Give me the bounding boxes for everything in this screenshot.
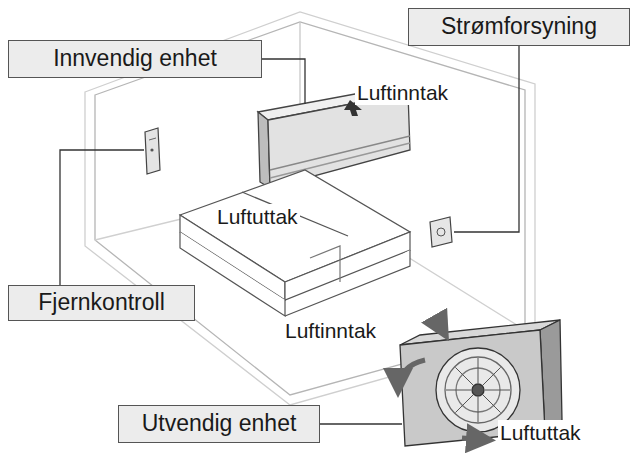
sofa — [180, 170, 410, 316]
air-flow-label: Luftinntak — [283, 318, 378, 343]
air-flow-label: Luftuttak — [498, 420, 583, 445]
air-flow-label: Luftuttak — [215, 204, 300, 229]
air-flow-arrows — [398, 322, 490, 440]
indoor-unit-box: Innvendig enhet — [8, 40, 262, 78]
box-label: Utvendig enhet — [142, 410, 297, 438]
box-label: Strømforsyning — [441, 13, 597, 41]
outdoor-unit-box: Utvendig enhet — [118, 405, 320, 443]
power-outlet — [430, 217, 452, 247]
box-label: Fjernkontroll — [38, 289, 165, 317]
remote-control-box: Fjernkontroll — [8, 285, 195, 321]
leader-lines — [60, 46, 519, 424]
remote-control — [145, 128, 160, 174]
air-flow-label: Luftinntak — [355, 80, 450, 105]
box-label: Innvendig enhet — [53, 45, 217, 73]
power-supply-box: Strømforsyning — [408, 8, 630, 46]
